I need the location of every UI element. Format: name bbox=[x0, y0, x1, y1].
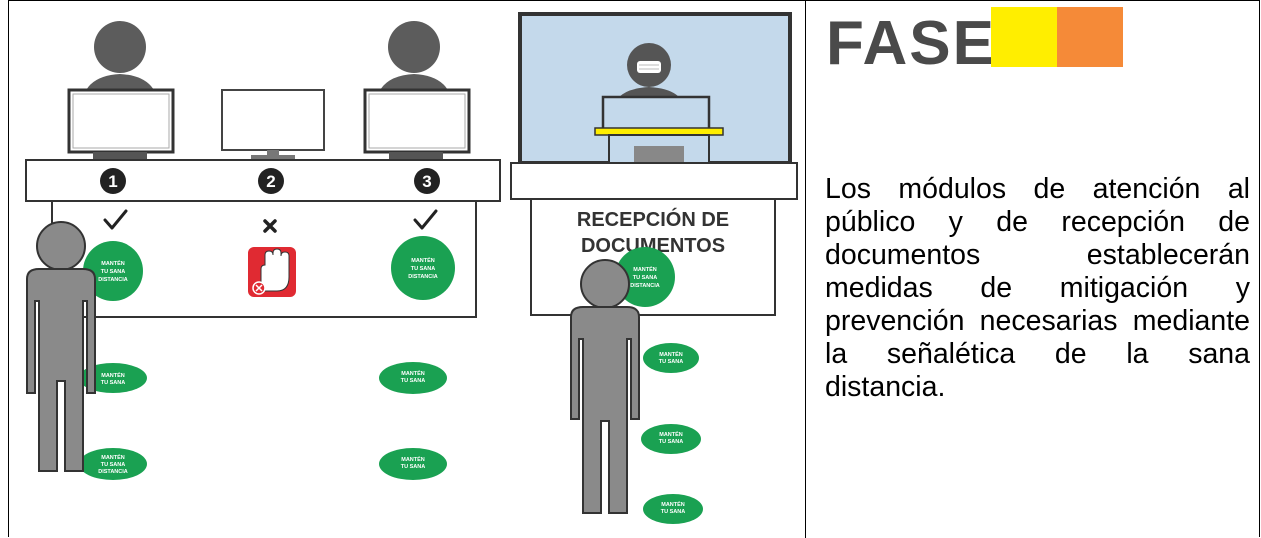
svg-text:MANTÉN: MANTÉN bbox=[101, 259, 125, 267]
svg-text:MANTÉN: MANTÉN bbox=[633, 265, 657, 273]
svg-text:TU SANA: TU SANA bbox=[661, 509, 685, 515]
svg-text:MANTÉN: MANTÉN bbox=[411, 256, 435, 264]
svg-text:MANTÉN: MANTÉN bbox=[659, 350, 683, 358]
distance-sign-counter-3: MANTÉN TU SANA DISTANCIA bbox=[391, 236, 455, 300]
monitor-2 bbox=[221, 89, 325, 160]
distance-sign-counter-1: MANTÉN TU SANA DISTANCIA bbox=[83, 241, 143, 301]
reception-shelf bbox=[594, 127, 724, 136]
svg-text:MANTÉN: MANTÉN bbox=[659, 430, 683, 438]
svg-text:TU SANA: TU SANA bbox=[659, 439, 683, 445]
svg-text:MANTÉN: MANTÉN bbox=[661, 500, 685, 508]
counter-number-1: 1 bbox=[100, 168, 126, 194]
svg-text:MANTÉN: MANTÉN bbox=[101, 453, 125, 461]
svg-text:TU SANA: TU SANA bbox=[633, 275, 657, 281]
svg-text:DISTANCIA: DISTANCIA bbox=[98, 277, 128, 283]
svg-text:TU SANA: TU SANA bbox=[659, 359, 683, 365]
phase-color-yellow bbox=[991, 7, 1057, 67]
counter-number-3: 3 bbox=[414, 168, 440, 194]
reception-agent bbox=[601, 43, 711, 134]
svg-text:MANTÉN: MANTÉN bbox=[101, 371, 125, 379]
cross-icon bbox=[263, 219, 277, 233]
floor-marker: MANTÉN TU SANA bbox=[643, 343, 699, 373]
svg-text:TU SANA: TU SANA bbox=[101, 269, 125, 275]
phase-title: FASE bbox=[826, 9, 996, 78]
check-icon bbox=[103, 209, 128, 230]
floor-marker: MANTÉN TU SANA DISTANCIA bbox=[79, 448, 147, 480]
table-cell-divider bbox=[805, 1, 806, 538]
floor-marker: MANTÉN TU SANA bbox=[379, 448, 447, 480]
standing-person-right bbox=[570, 259, 640, 514]
text-cell: FASE Los módulos de atención al público … bbox=[806, 1, 1261, 538]
svg-text:DISTANCIA: DISTANCIA bbox=[98, 469, 128, 475]
phase-color-orange bbox=[1057, 7, 1123, 67]
svg-text:TU SANA: TU SANA bbox=[401, 464, 425, 470]
body-paragraph: Los módulos de atención al público y de … bbox=[825, 173, 1250, 403]
covid-module-illustration: 1 2 3 MANTÉN TU SANA DISTANCIA bbox=[25, 12, 798, 524]
floor-marker: MANTÉN TU SANA bbox=[641, 424, 701, 454]
monitor-1 bbox=[67, 88, 175, 160]
svg-text:DISTANCIA: DISTANCIA bbox=[630, 283, 660, 289]
svg-text:TU SANA: TU SANA bbox=[411, 266, 435, 272]
svg-text:TU SANA: TU SANA bbox=[101, 380, 125, 386]
svg-text:DISTANCIA: DISTANCIA bbox=[408, 274, 438, 280]
monitor-3 bbox=[363, 88, 471, 160]
reception-sign-line-2: DOCUMENTOS bbox=[581, 235, 725, 257]
svg-text:MANTÉN: MANTÉN bbox=[401, 369, 425, 377]
svg-text:1: 1 bbox=[108, 172, 117, 191]
distance-sign-reception: MANTÉN TU SANA DISTANCIA bbox=[615, 247, 675, 307]
document-table: 1 2 3 MANTÉN TU SANA DISTANCIA bbox=[8, 0, 1261, 538]
standing-person-left bbox=[26, 221, 96, 472]
counter-number-2: 2 bbox=[258, 168, 284, 194]
svg-text:MANTÉN: MANTÉN bbox=[401, 455, 425, 463]
reception-counter-top bbox=[510, 162, 798, 200]
stop-hand-icon bbox=[248, 247, 296, 297]
svg-text:TU SANA: TU SANA bbox=[101, 462, 125, 468]
svg-text:TU SANA: TU SANA bbox=[401, 378, 425, 384]
floor-marker: MANTÉN TU SANA bbox=[379, 362, 447, 394]
reception-sign-line-1: RECEPCIÓN DE bbox=[577, 207, 729, 231]
check-icon bbox=[413, 209, 438, 230]
svg-text:3: 3 bbox=[422, 172, 431, 191]
svg-text:2: 2 bbox=[266, 172, 275, 191]
floor-marker: MANTÉN TU SANA bbox=[643, 494, 703, 524]
